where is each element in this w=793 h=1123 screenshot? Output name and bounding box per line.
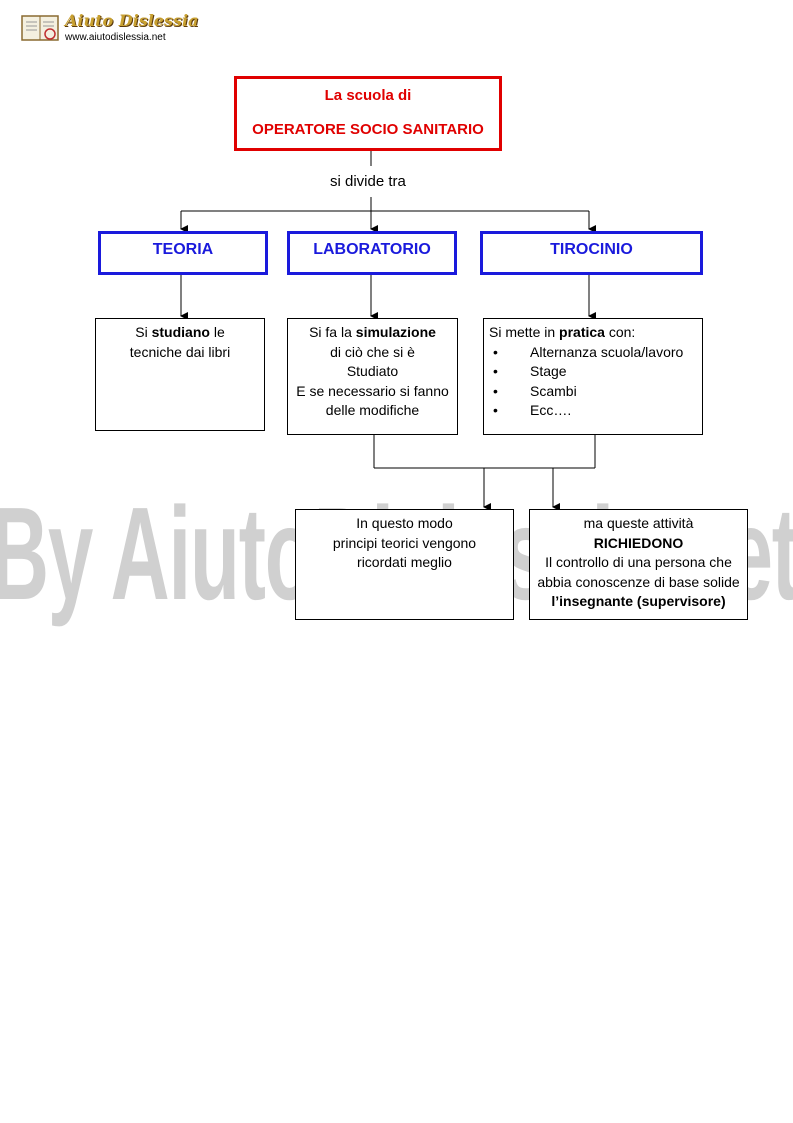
result-right-line-2: RICHIEDONO xyxy=(593,534,684,551)
branch-tirocinio: TIROCINIO xyxy=(480,231,703,275)
teoria-desc-line-2: tecniche dai libri xyxy=(129,343,231,360)
list-item: Scambi xyxy=(489,382,702,402)
branch-tirocinio-label: TIROCINIO xyxy=(550,241,633,258)
tirocinio-desc-box: Si mette in pratica con: Alternanza scuo… xyxy=(483,318,703,435)
lab-desc-line-3: Studiato xyxy=(346,363,399,380)
lab-desc-line-2: di ciò che si è xyxy=(330,343,415,360)
result-left-box: In questo modo principi teorici vengono … xyxy=(295,509,514,620)
list-item: Ecc…. xyxy=(489,401,702,421)
list-item: Stage xyxy=(489,362,702,382)
logo-url: www.aiutodislessia.net xyxy=(65,32,166,43)
title-box: La scuola di OPERATORE SOCIO SANITARIO xyxy=(234,76,502,151)
logo-title: Aiuto Dislessia xyxy=(65,11,199,30)
lab-desc-box: Si fa la simulazione di ciò che si è Stu… xyxy=(287,318,458,435)
result-right-line-1: ma queste attività xyxy=(583,515,694,531)
teoria-desc-line-1: Si studiano le xyxy=(135,324,225,340)
result-right-line-3: Il controllo di una persona che xyxy=(545,554,732,571)
tirocinio-desc-intro: Si mette in pratica con: xyxy=(489,324,636,340)
list-item: Alternanza scuola/lavoro xyxy=(489,343,702,363)
tirocinio-list: Alternanza scuola/lavoro Stage Scambi Ec… xyxy=(489,343,702,421)
result-right-line-5: l’insegnante (supervisore) xyxy=(551,593,726,610)
site-logo: Aiuto Dislessia www.aiutodislessia.net xyxy=(20,10,198,48)
branch-teoria-label: TEORIA xyxy=(152,241,214,258)
result-left-line-1: In questo modo xyxy=(356,515,453,531)
teoria-desc-box: Si studiano le tecniche dai libri xyxy=(95,318,265,431)
branch-laboratorio: LABORATORIO xyxy=(287,231,457,275)
book-icon xyxy=(21,15,59,41)
title-line-1: La scuola di xyxy=(324,87,412,104)
connector-label: si divide tra xyxy=(330,173,406,190)
lab-desc-line-4: E se necessario si fanno xyxy=(296,382,449,399)
result-right-line-4: abbia conoscenze di base solide xyxy=(537,573,740,590)
lab-desc-line-5: delle modifiche xyxy=(325,402,420,419)
lab-desc-line-1: Si fa la simulazione xyxy=(309,324,436,340)
result-right-box: ma queste attività RICHIEDONO Il control… xyxy=(529,509,748,620)
title-line-2: OPERATORE SOCIO SANITARIO xyxy=(252,121,484,138)
result-left-line-2: principi teorici vengono xyxy=(332,534,477,551)
branch-teoria: TEORIA xyxy=(98,231,268,275)
result-left-line-3: ricordati meglio xyxy=(357,554,452,571)
branch-laboratorio-label: LABORATORIO xyxy=(313,241,431,258)
